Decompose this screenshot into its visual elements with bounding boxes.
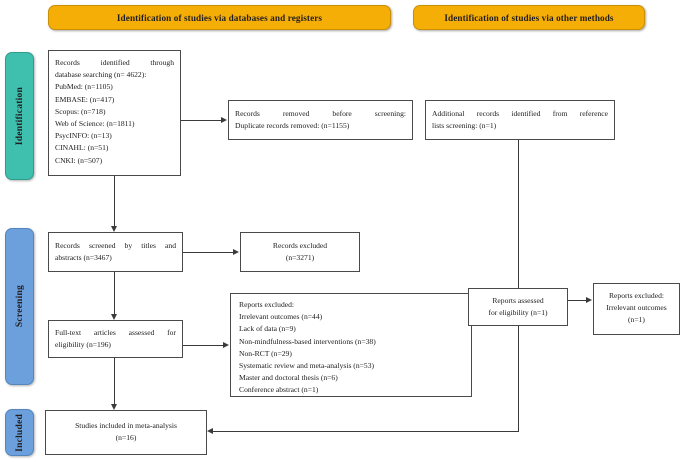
box-records-removed: Records removed before screening: Duplic… <box>228 100 413 140</box>
connector-identified-to-removed <box>181 120 222 121</box>
records-excluded-line-2: (n=3271) <box>285 253 315 263</box>
records-identified-line-8: CINAHL: (n=51) <box>55 143 109 153</box>
records-identified-line-9: CNKI: (n=507) <box>55 155 103 165</box>
reports-excluded-line-6: Systematic review and meta-analysis (n=5… <box>239 361 375 371</box>
box-records-identified: Records identified through database sear… <box>48 50 181 176</box>
box-records-excluded: Records excluded (n=3271) <box>240 232 360 272</box>
connector-assessed-down <box>518 326 519 431</box>
arrowhead-fulltext-to-reports-excluded <box>223 342 229 348</box>
box-records-screened: Records screened by titles and abstracts… <box>48 232 183 272</box>
stage-tab-included: Included <box>5 409 34 456</box>
banner-databases-registers-label: Identification of studies via databases … <box>116 12 323 23</box>
reports-assessed-line-1: Reports assessed <box>492 296 544 305</box>
stage-tab-included-label: Included <box>14 413 25 452</box>
arrowhead-identified-to-removed <box>221 117 227 123</box>
records-screened-line-2: abstracts (n=3467) <box>55 253 112 263</box>
studies-included-line-2: (n=16) <box>115 433 137 443</box>
arrowhead-screened-to-fulltext <box>111 314 117 320</box>
records-identified-line-7: PsycINFO: (n=13) <box>55 131 112 141</box>
records-excluded-line-1: Records excluded <box>272 241 328 250</box>
box-reports-excluded: Reports excluded: Irrelevant outcomes (n… <box>230 293 472 397</box>
connector-screened-to-fulltext <box>114 272 115 314</box>
records-removed-line-2: Duplicate records removed: (n=1155) <box>235 121 350 131</box>
reports-excluded-line-2: Irrelevant outcomes (n=44) <box>239 312 323 322</box>
reports-assessed-line-2: for eligibility (n=1) <box>488 308 548 318</box>
fulltext-assessed-line-2: eligibility (n=196) <box>55 340 111 350</box>
studies-included-line-1: Studies included in meta-analysis <box>75 421 177 430</box>
stage-tab-identification-label: Identification <box>14 86 25 146</box>
box-studies-included: Studies included in meta-analysis (n=16) <box>45 410 207 455</box>
connector-identified-to-screened <box>114 176 115 226</box>
reports-excluded-other-line-1: Reports excluded: <box>608 291 665 300</box>
reports-excluded-other-line-2: Irrelevant outcomes <box>606 303 667 313</box>
reports-excluded-other-line-3: (n=1) <box>628 315 645 325</box>
connector-fulltext-to-reports-excluded <box>183 345 224 346</box>
stage-tab-screening-label: Screening <box>14 285 25 328</box>
box-reports-excluded-other: Reports excluded: Irrelevant outcomes (n… <box>593 283 680 335</box>
reports-excluded-line-3: Lack of data (n=9) <box>239 324 296 334</box>
connector-assessed-to-excluded-other <box>568 300 587 301</box>
reports-excluded-line-4: Non-mindfulness-based interventions (n=3… <box>239 336 376 346</box>
box-additional-records: Additional records identified from refer… <box>425 100 615 140</box>
banner-other-methods: Identification of studies via other meth… <box>413 5 645 30</box>
arrowhead-identified-to-screened <box>111 226 117 232</box>
records-identified-line-2: database searching (n= 4622): <box>55 70 147 80</box>
reports-excluded-line-7: Master and doctoral thesis (n=6) <box>239 373 338 383</box>
banner-other-methods-label: Identification of studies via other meth… <box>444 12 614 23</box>
stage-tab-screening: Screening <box>5 228 34 385</box>
connector-screened-to-excluded <box>183 252 234 253</box>
records-removed-line-1: Records removed before screening: <box>235 109 406 118</box>
records-identified-line-1: Records identified through <box>55 58 174 67</box>
connector-additional-to-reports-assessed <box>518 140 519 288</box>
records-identified-line-4: EMBASE: (n=417) <box>55 94 115 104</box>
reports-excluded-line-5: Non-RCT (n=29) <box>239 348 292 358</box>
box-reports-assessed: Reports assessed for eligibility (n=1) <box>468 288 568 326</box>
connector-assessed-left-to-included <box>213 431 519 432</box>
arrowhead-fulltext-to-included <box>111 404 117 410</box>
arrowhead-screened-to-excluded <box>233 249 239 255</box>
records-identified-line-6: Web of Science: (n=1811) <box>55 119 135 129</box>
records-screened-line-1: Records screened by titles and <box>55 241 176 250</box>
records-identified-line-5: Scopus: (n=718) <box>55 106 106 116</box>
stage-tab-identification: Identification <box>5 52 34 180</box>
box-fulltext-assessed: Full-text articles assessed for eligibil… <box>48 320 183 358</box>
additional-records-line-2: lists screening: (n=1) <box>432 121 497 131</box>
additional-records-line-1: Additional records identified from refer… <box>432 109 608 118</box>
records-identified-line-3: PubMed: (n=1105) <box>55 82 113 92</box>
reports-excluded-line-1: Reports excluded: <box>239 300 295 309</box>
banner-databases-registers: Identification of studies via databases … <box>48 5 391 30</box>
connector-fulltext-to-included <box>114 358 115 404</box>
fulltext-assessed-line-1: Full-text articles assessed for <box>55 328 176 337</box>
arrowhead-assessed-to-excluded-other <box>586 297 592 303</box>
reports-excluded-line-8: Conference abstract (n=1) <box>239 385 319 395</box>
arrowhead-assessed-to-included <box>207 428 213 434</box>
